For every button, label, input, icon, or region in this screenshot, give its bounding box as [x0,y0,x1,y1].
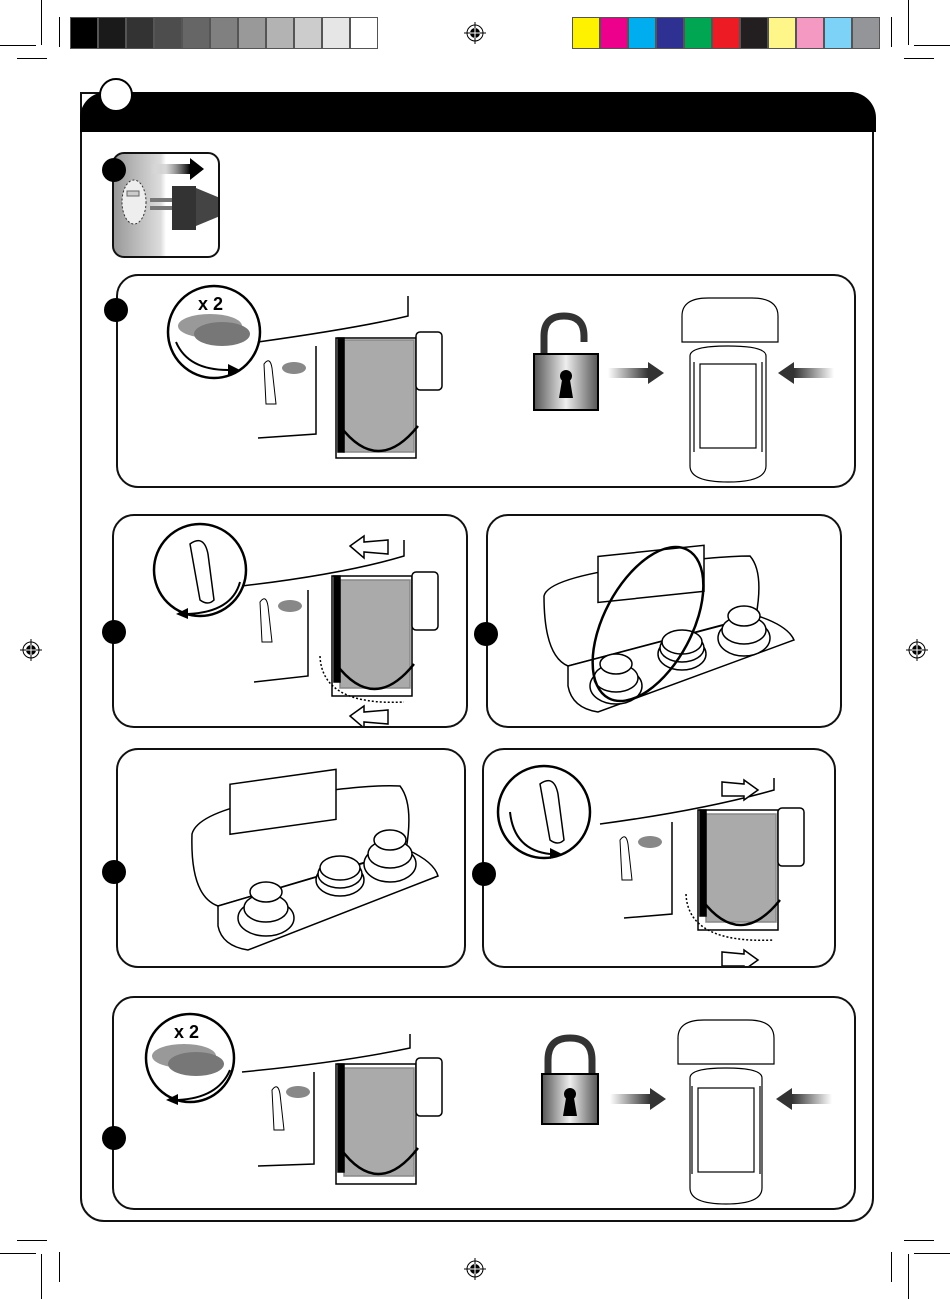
registration-mark-icon [464,22,486,44]
color-swatch [211,18,239,48]
dehumidifier-side-view-icon [600,778,804,940]
color-swatch [685,18,713,48]
dehumidifier-top-view-icon [682,298,778,482]
crop-mark [0,1253,36,1254]
registration-mark-icon [906,639,928,661]
crop-mark [59,17,60,47]
color-swatch [657,18,685,48]
step-bullet [104,298,128,322]
color-swatch [573,18,601,48]
color-swatch [239,18,267,48]
repeat-count-label: x 2 [198,294,223,314]
filter-ring-icon [316,856,364,896]
hose-icon [260,599,272,642]
registration-mark-icon [20,639,42,661]
knob-icon [638,836,662,848]
dehumidifier-top-view-icon [678,1020,774,1204]
step-bullet [102,620,126,644]
knob-icon [282,362,306,374]
crop-mark [59,1252,60,1282]
crop-mark [904,58,934,59]
color-swatch [71,18,99,48]
color-swatch [601,18,629,48]
crop-mark [908,0,909,45]
step-bullet [472,862,496,886]
crop-mark [908,1254,909,1299]
step-bullet [102,1126,126,1150]
crop-mark [914,45,950,46]
push-arrow-icon [776,1088,832,1110]
zoom-circle: x 2 [168,286,260,378]
crop-mark [914,1253,950,1254]
hose-icon [272,1087,284,1130]
filter-holder-icon [192,769,438,950]
color-swatch [127,18,155,48]
color-swatch [629,18,657,48]
padlock-open-icon [534,316,598,410]
color-swatch [183,18,211,48]
color-swatch [155,18,183,48]
push-arrow-icon [610,1088,666,1110]
step-bullet [102,860,126,884]
crop-mark [891,1252,892,1282]
crop-mark [41,1254,42,1299]
crop-mark [41,0,42,45]
hose-icon [620,837,632,880]
step-clean-filter-holder [486,514,842,728]
color-calibration-bar [572,17,880,49]
color-swatch [267,18,295,48]
filter-holder-icon [544,545,794,712]
step-unscrew-knobs: x 2 [116,274,856,488]
crop-mark [17,1240,47,1241]
step-filter-holder-clean [116,748,466,968]
color-swatch [295,18,323,48]
dehumidifier-side-view-icon [242,540,438,702]
step-bullet [102,158,126,182]
zoom-circle [154,524,246,619]
step-remove-filter [112,514,468,728]
step-tighten-knobs: x 2 [112,996,856,1210]
step-unplug [112,152,220,258]
arrow-right-icon [150,158,204,180]
registration-mark-icon [464,1258,486,1280]
zoom-circle [498,766,590,859]
knob-icon [278,600,302,612]
color-swatch [797,18,825,48]
filter-ring-icon [658,630,706,670]
push-arrow-icon [778,362,834,384]
step-bullet [474,622,498,646]
crop-mark [0,45,36,46]
dehumidifier-side-view-icon [258,296,442,458]
knob-icon [286,1086,310,1098]
color-swatch [99,18,127,48]
padlock-closed-icon [542,1038,598,1124]
section-number-badge [99,78,133,112]
zoom-circle: x 2 [146,1014,234,1105]
dehumidifier-side-view-icon [242,1034,442,1184]
color-swatch [351,18,377,48]
color-swatch [853,18,879,48]
section-header-bar [80,92,876,132]
color-swatch [323,18,351,48]
color-swatch [769,18,797,48]
plug-icon [150,186,220,230]
crop-mark [17,58,47,59]
grayscale-calibration-bar [70,17,378,49]
repeat-count-label: x 2 [174,1022,199,1042]
crop-mark [904,1240,934,1241]
crop-mark [891,17,892,47]
color-swatch [713,18,741,48]
socket-icon [122,180,146,224]
color-swatch [741,18,769,48]
color-swatch [825,18,853,48]
hose-icon [264,361,276,404]
push-arrow-icon [608,362,664,384]
step-reinsert-filter [482,748,836,968]
